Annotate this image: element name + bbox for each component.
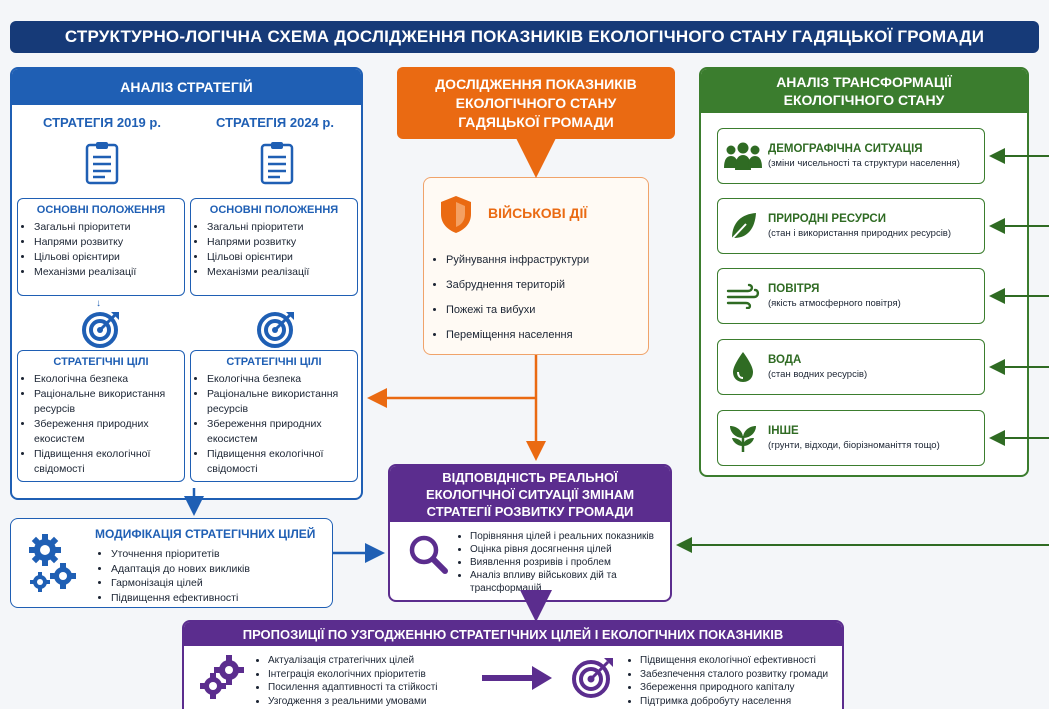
list-item: Руйнування інфраструктури: [446, 248, 645, 273]
list-item: Загальні пріоритети: [207, 220, 357, 235]
list-item: Раціональне використання ресурсів: [207, 387, 357, 417]
list-item: Посилення адаптивності та стійкості: [268, 681, 462, 695]
air-card: ПОВІТРЯ (якість атмосферного повітря): [717, 268, 985, 324]
correspondence-panel: ВІДПОВІДНІСТЬ РЕАЛЬНОЇ ЕКОЛОГІЧНОЇ СИТУА…: [388, 464, 672, 602]
list-item: Екологічна безпека: [207, 372, 357, 387]
list-item: Узгодження з реальними умовами: [268, 695, 462, 709]
list-item: Збереження природних екосистем: [34, 417, 184, 447]
strategy-2019-title: СТРАТЕГІЯ 2019 р.: [43, 115, 161, 130]
shield-icon: [438, 194, 474, 234]
transformation-header: АНАЛІЗ ТРАНСФОРМАЦІЇ ЕКОЛОГІЧНОГО СТАНУ: [701, 69, 1027, 113]
gears-icon: [198, 652, 248, 702]
list-item: Підвищення екологічної свідомості: [207, 447, 357, 477]
research-box: ДОСЛІДЖЕННЯ ПОКАЗНИКІВ ЕКОЛОГІЧНОГО СТАН…: [397, 67, 675, 139]
card-title: ДЕМОГРАФІЧНА СИТУАЦІЯ: [768, 143, 923, 155]
military-title: ВІЙСЬКОВІ ДІЇ: [488, 205, 588, 221]
modification-title: МОДИФІКАЦІЯ СТРАТЕГІЧНИХ ЦІЛЕЙ: [95, 527, 316, 541]
list-item: Забезпечення сталого розвитку громади: [640, 668, 842, 682]
demography-card: ДЕМОГРАФІЧНА СИТУАЦІЯ (зміни чисельності…: [717, 128, 985, 184]
card-title: ВОДА: [768, 354, 802, 366]
card-desc: (стан і використання природних ресурсів): [768, 228, 952, 239]
goals-title: СТРАТЕГІЧНІ ЦІЛІ: [53, 356, 149, 368]
list-item: Гармонізація цілей: [111, 576, 325, 591]
list-item: Механізми реалізації: [34, 265, 184, 280]
target-icon: [254, 309, 298, 349]
list-item: Порівняння цілей і реальних показників: [470, 530, 668, 543]
wind-icon: [718, 283, 768, 309]
right-arrow-icon: [482, 666, 552, 690]
strategy-2024-provisions: ОСНОВНІ ПОЛОЖЕННЯ Загальні пріоритети На…: [190, 198, 358, 296]
plant-icon: [718, 422, 768, 454]
card-title: ІНШЕ: [768, 425, 799, 437]
gears-icon: [25, 531, 81, 595]
provisions-title: ОСНОВНІ ПОЛОЖЕННЯ: [36, 204, 166, 216]
proposals-header: ПРОПОЗИЦІЇ ПО УЗГОДЖЕННЮ СТРАТЕГІЧНИХ ЦІ…: [184, 622, 842, 646]
people-icon: [718, 141, 768, 171]
list-item: Підвищення екологічної ефективності: [640, 654, 842, 668]
goals-title: СТРАТЕГІЧНІ ЦІЛІ: [226, 356, 322, 368]
diagram-title: СТРУКТУРНО-ЛОГІЧНА СХЕМА ДОСЛІДЖЕННЯ ПОК…: [10, 21, 1039, 53]
other-card: ІНШЕ (грунти, відходи, біорізноманіття т…: [717, 410, 985, 466]
list-item: Підтримка добробуту населення: [640, 695, 842, 709]
drop-icon: [718, 351, 768, 383]
list-item: Забруднення територій: [446, 273, 645, 298]
list-item: Напрями розвитку: [207, 235, 357, 250]
small-down-arrow: ↓: [96, 298, 101, 309]
provisions-title: ОСНОВНІ ПОЛОЖЕННЯ: [209, 204, 339, 216]
list-item: Цільові орієнтири: [207, 250, 357, 265]
list-item: Збереження природного капіталу: [640, 681, 842, 695]
strategy-2024-goals: СТРАТЕГІЧНІ ЦІЛІ Екологічна безпека Раці…: [190, 350, 358, 482]
water-card: ВОДА (стан водних ресурсів): [717, 339, 985, 395]
card-desc: (грунти, відходи, біорізноманіття тощо): [768, 440, 940, 451]
list-item: Механізми реалізації: [207, 265, 357, 280]
target-icon: [570, 654, 616, 700]
list-item: Збереження природних екосистем: [207, 417, 357, 447]
target-icon: [79, 309, 123, 349]
list-item: Напрями розвитку: [34, 235, 184, 250]
correspondence-header: ВІДПОВІДНІСТЬ РЕАЛЬНОЇ ЕКОЛОГІЧНОЇ СИТУА…: [390, 466, 670, 522]
list-item: Підвищення ефективності: [111, 591, 325, 606]
list-item: Пожежі та вибухи: [446, 298, 645, 323]
document-icon: [82, 140, 122, 186]
magnifier-icon: [406, 532, 450, 576]
list-item: Цільові орієнтири: [34, 250, 184, 265]
card-title: ПРИРОДНІ РЕСУРСИ: [768, 213, 887, 225]
modification-panel: МОДИФІКАЦІЯ СТРАТЕГІЧНИХ ЦІЛЕЙ Уточнення…: [10, 518, 333, 608]
card-title: ПОВІТРЯ: [768, 283, 820, 295]
list-item: Інтеграція екологічних пріоритетів: [268, 668, 462, 682]
list-item: Аналіз впливу військових дій та трансфор…: [470, 569, 668, 595]
card-desc: (зміни чисельності та структури населенн…: [768, 158, 960, 169]
list-item: Підвищення екологічної свідомості: [34, 447, 184, 477]
card-desc: (якість атмосферного повітря): [768, 298, 901, 309]
list-item: Переміщення населення: [446, 323, 645, 348]
strategy-2019-provisions: ОСНОВНІ ПОЛОЖЕННЯ Загальні пріоритети На…: [17, 198, 185, 296]
list-item: Раціональне використання ресурсів: [34, 387, 184, 417]
list-item: Виявлення розривів і проблем: [470, 556, 668, 569]
strategy-2024-title: СТРАТЕГІЯ 2024 р.: [216, 115, 334, 130]
list-item: Екологічна безпека: [34, 372, 184, 387]
list-item: Актуалізація стратегічних цілей: [268, 654, 462, 668]
resources-card: ПРИРОДНІ РЕСУРСИ (стан і використання пр…: [717, 198, 985, 254]
leaf-icon: [718, 210, 768, 242]
list-item: Оцінка рівня досягнення цілей: [470, 543, 668, 556]
proposals-panel: ПРОПОЗИЦІЇ ПО УЗГОДЖЕННЮ СТРАТЕГІЧНИХ ЦІ…: [182, 620, 844, 709]
strategies-header: АНАЛІЗ СТРАТЕГІЙ: [12, 69, 361, 105]
military-panel: ВІЙСЬКОВІ ДІЇ Руйнування інфраструктури …: [423, 177, 649, 355]
list-item: Уточнення пріоритетів: [111, 547, 325, 562]
strategy-2019-goals: СТРАТЕГІЧНІ ЦІЛІ Екологічна безпека Раці…: [17, 350, 185, 482]
list-item: Адаптація до нових викликів: [111, 562, 325, 577]
document-icon: [257, 140, 297, 186]
card-desc: (стан водних ресурсів): [768, 369, 868, 380]
list-item: Загальні пріоритети: [34, 220, 184, 235]
